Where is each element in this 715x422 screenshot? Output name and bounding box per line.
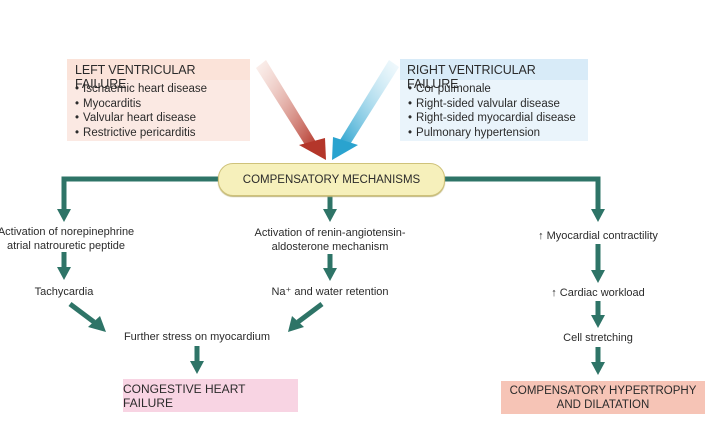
sodium-water-retention-node: Na⁺ and water retention — [271, 286, 389, 298]
cause-item: Right-sided myocardial disease — [408, 111, 588, 126]
congestive-heart-failure-outcome: CONGESTIVE HEART FAILURE — [123, 379, 298, 412]
arrowhead — [88, 316, 106, 332]
arrowhead — [57, 209, 71, 222]
branch-right-line — [443, 176, 601, 210]
cause-item: Pulmonary hypertension — [408, 126, 588, 141]
arrowhead — [591, 315, 605, 328]
cause-item: Valvular heart disease — [75, 111, 250, 126]
right-ventricular-failure-box: RIGHT VENTRICULAR FAILURE Cor pulmonale … — [400, 59, 588, 141]
cause-item: Cor pulmonale — [408, 82, 588, 97]
right-failure-causes: Cor pulmonale Right-sided valvular disea… — [400, 80, 588, 140]
cause-item: Right-sided valvular disease — [408, 97, 588, 112]
left-failure-arrow — [256, 60, 326, 160]
right-failure-title: RIGHT VENTRICULAR FAILURE — [400, 59, 588, 91]
myocardial-contractility-node: ↑ Myocardial contractility — [538, 230, 658, 242]
node-line: atrial natrouretic peptide — [6, 240, 125, 252]
arrowhead — [323, 268, 337, 281]
arrowhead — [323, 209, 337, 222]
right-failure-arrow — [332, 60, 399, 160]
outcome-line: AND DILATATION — [556, 398, 650, 411]
cause-item: Ischaemic heart disease — [75, 82, 250, 97]
node-line: aldosterone mechanism — [271, 241, 389, 253]
cause-item: Myocarditis — [75, 97, 250, 112]
arrowhead — [57, 267, 71, 280]
cardiac-workload-node: ↑ Cardiac workload — [551, 287, 645, 299]
arrowhead — [591, 209, 605, 222]
compensatory-hypertrophy-outcome: COMPENSATORY HYPERTROPHY AND DILATATION — [501, 381, 705, 414]
left-failure-title: LEFT VENTRICULAR FAILURE — [67, 59, 250, 91]
arrowhead — [190, 361, 204, 374]
outcome-line: COMPENSATORY HYPERTROPHY — [509, 384, 697, 397]
arrowhead — [591, 362, 605, 375]
further-stress-node: Further stress on myocardium — [123, 331, 271, 343]
arrowhead — [591, 270, 605, 283]
branch-left-line — [61, 176, 218, 210]
left-ventricular-failure-box: LEFT VENTRICULAR FAILURE Ischaemic heart… — [67, 59, 250, 141]
raas-activation-node: Activation of renin-angiotensin- aldoste… — [235, 226, 425, 254]
node-line: Activation of renin-angiotensin- — [254, 227, 406, 239]
compensatory-mechanisms-node: COMPENSATORY MECHANISMS — [218, 163, 445, 196]
norepinephrine-activation-node: Activation of norepinephrine atrial natr… — [0, 225, 146, 253]
node-line: Activation of norepinephrine — [0, 226, 135, 238]
arrowhead — [288, 316, 304, 332]
cell-stretching-node: Cell stretching — [563, 332, 633, 344]
left-failure-causes: Ischaemic heart disease Myocarditis Valv… — [67, 80, 250, 140]
cause-item: Restrictive pericarditis — [75, 126, 250, 141]
tachycardia-node: Tachycardia — [34, 286, 94, 298]
